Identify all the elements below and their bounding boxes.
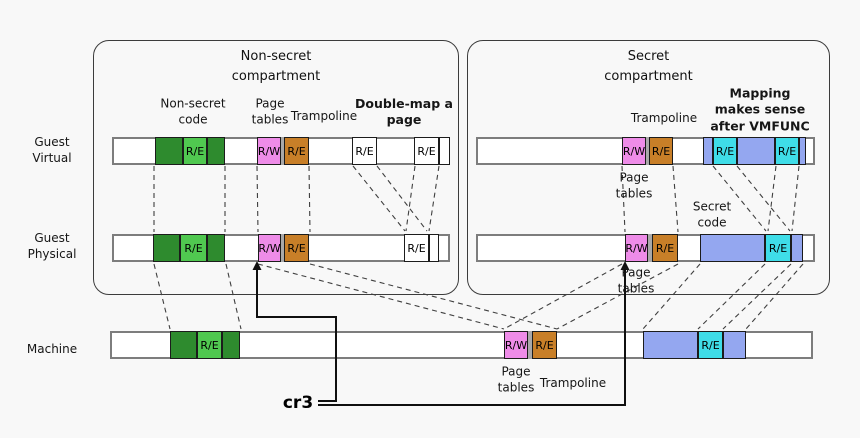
memory-block: R/W: [625, 234, 648, 262]
cr3-register-label: cr3: [282, 393, 314, 413]
memory-block: [439, 137, 450, 165]
memory-block: [700, 234, 765, 262]
memory-block: [207, 137, 225, 165]
annotation-label: Secret code: [692, 199, 732, 229]
annotation-label: Page tables: [617, 265, 655, 295]
row-label: Machine: [26, 341, 78, 356]
memory-block: R/E: [284, 137, 309, 165]
annotation-label: Trampoline: [539, 376, 607, 391]
memory-block: R/E: [404, 234, 429, 262]
memory-block: R/E: [284, 234, 309, 262]
memory-block: R/E: [197, 331, 222, 359]
memory-block: R/E: [698, 331, 723, 359]
memory-block: [281, 137, 284, 165]
annotation-label: Double-map a page: [355, 95, 453, 127]
memory-block: [737, 137, 775, 165]
memory-block: R/E: [713, 137, 737, 165]
memory-block: [643, 331, 698, 359]
memory-block: R/E: [414, 137, 439, 165]
memory-block: R/E: [649, 137, 673, 165]
memory-block: [703, 137, 713, 165]
row-label: Guest Virtual: [32, 134, 72, 165]
memory-block: R/E: [775, 137, 799, 165]
memory-block: R/E: [180, 234, 207, 262]
memory-block: [207, 234, 225, 262]
memory-block: [648, 234, 652, 262]
annotation-label: Page tables: [251, 96, 289, 126]
memory-block: [429, 234, 439, 262]
memory-block: [153, 234, 180, 262]
memory-block: R/E: [765, 234, 791, 262]
memory-block: [170, 331, 197, 359]
memory-block: [646, 137, 649, 165]
memory-block: [723, 331, 746, 359]
annotation-label: Non-secret code: [160, 96, 226, 126]
non-secret-compartment-title: Non-secret compartment: [231, 49, 321, 85]
annotation-label: Trampoline: [290, 109, 358, 124]
memory-block: [222, 331, 240, 359]
memory-block: [281, 234, 284, 262]
annotation-label: Mapping makes sense after VMFUNC: [710, 85, 810, 134]
annotation-label: Page tables: [615, 170, 653, 200]
memory-block: [799, 137, 806, 165]
memory-block: R/E: [532, 331, 557, 359]
memory-block: [791, 234, 803, 262]
memory-block: R/E: [352, 137, 377, 165]
secret-compartment-title: Secret compartment: [604, 49, 693, 85]
annotation-label: Page tables: [497, 364, 535, 394]
annotation-label: Trampoline: [630, 111, 698, 126]
memory-block: [155, 137, 183, 165]
row-label: Guest Physical: [27, 230, 77, 261]
memory-block: R/E: [183, 137, 207, 165]
memory-block: R/E: [652, 234, 678, 262]
memory-block: R/W: [257, 137, 281, 165]
memory-block: R/W: [622, 137, 646, 165]
memory-block: R/W: [258, 234, 281, 262]
memory-block: R/W: [504, 331, 528, 359]
